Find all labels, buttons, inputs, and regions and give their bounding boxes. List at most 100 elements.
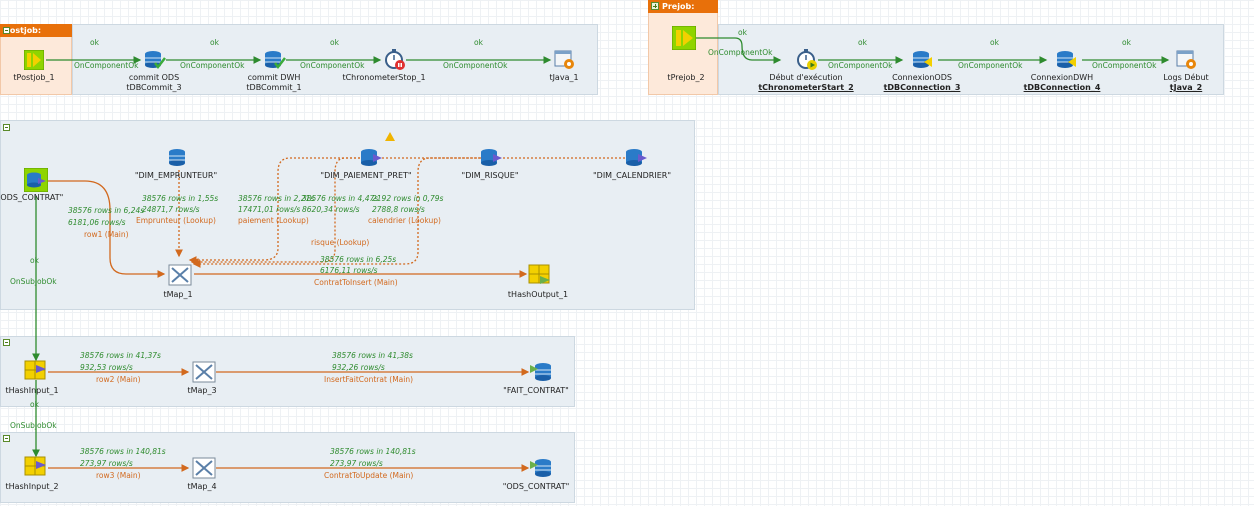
tmap4-label[interactable]: tMap_4 bbox=[187, 482, 217, 491]
commit-dwh-label[interactable]: commit DWH bbox=[247, 73, 301, 82]
chrono-start-label[interactable]: Début d'exécution bbox=[769, 73, 843, 82]
ods-contrat-input-icon[interactable] bbox=[23, 167, 49, 193]
chrono-stop-icon[interactable] bbox=[384, 49, 405, 70]
dim-calendrier-icon[interactable] bbox=[625, 148, 647, 168]
thashinput1-icon[interactable] bbox=[24, 360, 48, 382]
risque-rate: 8620,34 rows/s bbox=[302, 205, 360, 214]
risque-stat: 38576 rows in 4,47s bbox=[302, 194, 379, 203]
tjava2-sublabel: tJava_2 bbox=[1169, 83, 1203, 92]
conn-dwh-label[interactable]: ConnexionDWH bbox=[1030, 73, 1094, 82]
row1-rate: 6181,06 rows/s bbox=[68, 218, 126, 227]
dim-paiement-icon[interactable] bbox=[360, 148, 382, 168]
warning-icon[interactable] bbox=[385, 132, 395, 141]
ods-contrat-output-label[interactable]: "ODS_CONTRAT" bbox=[502, 482, 570, 491]
postjob-link3-ok: ok bbox=[330, 38, 339, 47]
prejob-expand-icon[interactable] bbox=[651, 2, 659, 10]
postjob-link4-ok: ok bbox=[474, 38, 483, 47]
dim-risque-label[interactable]: "DIM_RISQUE" bbox=[461, 171, 519, 180]
emprunteur-rate: 24871,7 rows/s bbox=[142, 205, 200, 214]
commit-dwh-icon[interactable] bbox=[264, 50, 286, 70]
row2-rate: 932,53 rows/s bbox=[80, 363, 133, 372]
thashoutput1-label[interactable]: tHashOutput_1 bbox=[507, 290, 569, 299]
update-ods-rate: 273,97 rows/s bbox=[330, 459, 383, 468]
dim-emprunteur-icon[interactable] bbox=[168, 148, 188, 168]
commit-dwh-sublabel: tDBCommit_1 bbox=[246, 83, 302, 92]
postjob-link1-ok: ok bbox=[90, 38, 99, 47]
prejob-title[interactable]: Prejob: bbox=[648, 0, 718, 13]
paiement-stat: 38576 rows in 2,21s bbox=[238, 194, 315, 203]
tmap3-label[interactable]: tMap_3 bbox=[187, 386, 217, 395]
prejob-link2-name: OnComponentOk bbox=[828, 61, 893, 70]
tmap1-label[interactable]: tMap_1 bbox=[163, 290, 193, 299]
conn-ods-label[interactable]: ConnexionODS bbox=[892, 73, 952, 82]
commit-ods-label[interactable]: commit ODS bbox=[128, 73, 180, 82]
chrono-start-sublabel: tChronometerStart_2 bbox=[758, 83, 854, 92]
dim-emprunteur-label[interactable]: "DIM_EMPRUNTEUR" bbox=[134, 171, 218, 180]
tmap3-icon[interactable] bbox=[192, 361, 216, 383]
insert-fait-name[interactable]: InsertFaitContrat (Main) bbox=[324, 375, 414, 384]
row2-name[interactable]: row2 (Main) bbox=[96, 375, 141, 384]
insert-fait-rate: 932,26 rows/s bbox=[332, 363, 385, 372]
row1-name[interactable]: row1 (Main) bbox=[84, 230, 129, 239]
trigger2-name: OnSubjobOk bbox=[10, 421, 57, 430]
calendrier-stat: 2192 rows in 0,79s bbox=[372, 194, 444, 203]
flow-paiement-lookup bbox=[188, 157, 360, 264]
subjob-ods-contrat[interactable] bbox=[0, 120, 695, 310]
tmap1-icon[interactable] bbox=[168, 264, 192, 286]
prejob-link1-ok: ok bbox=[738, 28, 747, 37]
fait-contrat-icon[interactable] bbox=[530, 361, 554, 383]
update-ods-name[interactable]: ContratToUpdate (Main) bbox=[324, 471, 414, 480]
thashinput2-icon[interactable] bbox=[24, 456, 48, 478]
row3-name[interactable]: row3 (Main) bbox=[96, 471, 141, 480]
contrat-insert-name[interactable]: ContratToInsert (Main) bbox=[314, 278, 398, 287]
tpostjob-label[interactable]: tPostjob_1 bbox=[13, 73, 55, 82]
tprejob-label[interactable]: tPrejob_2 bbox=[667, 73, 705, 82]
prejob-link3-name: OnComponentOk bbox=[958, 61, 1023, 70]
subjob2-collapse-icon[interactable] bbox=[3, 339, 10, 346]
chrono-start-icon[interactable] bbox=[796, 49, 817, 70]
commit-ods-icon[interactable] bbox=[144, 50, 166, 70]
link-prejob-chrono-start bbox=[696, 37, 782, 64]
postjob-link4-name: OnComponentOk bbox=[443, 61, 508, 70]
prejob-link2-ok: ok bbox=[858, 38, 867, 47]
calendrier-name[interactable]: calendrier (Lookup) bbox=[368, 216, 441, 225]
update-ods-stat: 38576 rows in 140,81s bbox=[330, 447, 416, 456]
paiement-name[interactable]: paiement (Lookup) bbox=[238, 216, 309, 225]
subjob3-collapse-icon[interactable] bbox=[3, 435, 10, 442]
conn-ods-icon[interactable] bbox=[912, 50, 932, 70]
insert-fait-stat: 38576 rows in 41,38s bbox=[332, 351, 413, 360]
chrono-stop-label[interactable]: tChronometerStop_1 bbox=[342, 73, 426, 82]
conn-dwh-sublabel: tDBConnection_4 bbox=[1023, 83, 1101, 92]
fait-contrat-label[interactable]: "FAIT_CONTRAT" bbox=[503, 386, 569, 395]
tpostjob-icon[interactable] bbox=[23, 49, 45, 71]
tprejob-icon[interactable] bbox=[671, 25, 697, 51]
dim-calendrier-label[interactable]: "DIM_CALENDRIER" bbox=[592, 171, 672, 180]
trigger1-ok: ok bbox=[30, 256, 39, 265]
tjava1-label[interactable]: tJava_1 bbox=[549, 73, 579, 82]
ods-contrat-output-icon[interactable] bbox=[530, 457, 554, 479]
emprunteur-name[interactable]: Emprunteur (Lookup) bbox=[136, 216, 216, 225]
ods-contrat-input-label[interactable]: "ODS_CONTRAT" bbox=[0, 193, 64, 202]
prejob-link4-name: OnComponentOk bbox=[1092, 61, 1157, 70]
risque-name[interactable]: risque (Lookup) bbox=[311, 238, 370, 247]
prejob-link1-name: OnComponentOk bbox=[708, 48, 773, 57]
dim-risque-icon[interactable] bbox=[480, 148, 502, 168]
tjava2-icon[interactable] bbox=[1176, 50, 1196, 70]
row3-stat: 38576 rows in 140,81s bbox=[80, 447, 166, 456]
postjob-collapse-icon[interactable] bbox=[3, 27, 10, 34]
postjob-title[interactable]: Postjob: bbox=[0, 24, 72, 37]
conn-dwh-icon[interactable] bbox=[1056, 50, 1076, 70]
thashinput2-label[interactable]: tHashInput_2 bbox=[5, 482, 59, 491]
row1-stat: 38576 rows in 6,24s bbox=[68, 206, 145, 215]
tmap4-icon[interactable] bbox=[192, 457, 216, 479]
thashinput1-label[interactable]: tHashInput_1 bbox=[5, 386, 59, 395]
postjob-link2-ok: ok bbox=[210, 38, 219, 47]
tjava1-icon[interactable] bbox=[554, 50, 574, 70]
subjob1-collapse-icon[interactable] bbox=[3, 124, 10, 131]
contrat-insert-stat: 38576 rows in 6,25s bbox=[320, 255, 397, 264]
thashoutput1-icon[interactable] bbox=[528, 264, 552, 286]
paiement-rate: 17471,01 rows/s bbox=[238, 205, 301, 214]
dim-paiement-label[interactable]: "DIM_PAIEMENT_PRET" bbox=[320, 171, 412, 180]
tjava2-label[interactable]: Logs Début bbox=[1163, 73, 1209, 82]
